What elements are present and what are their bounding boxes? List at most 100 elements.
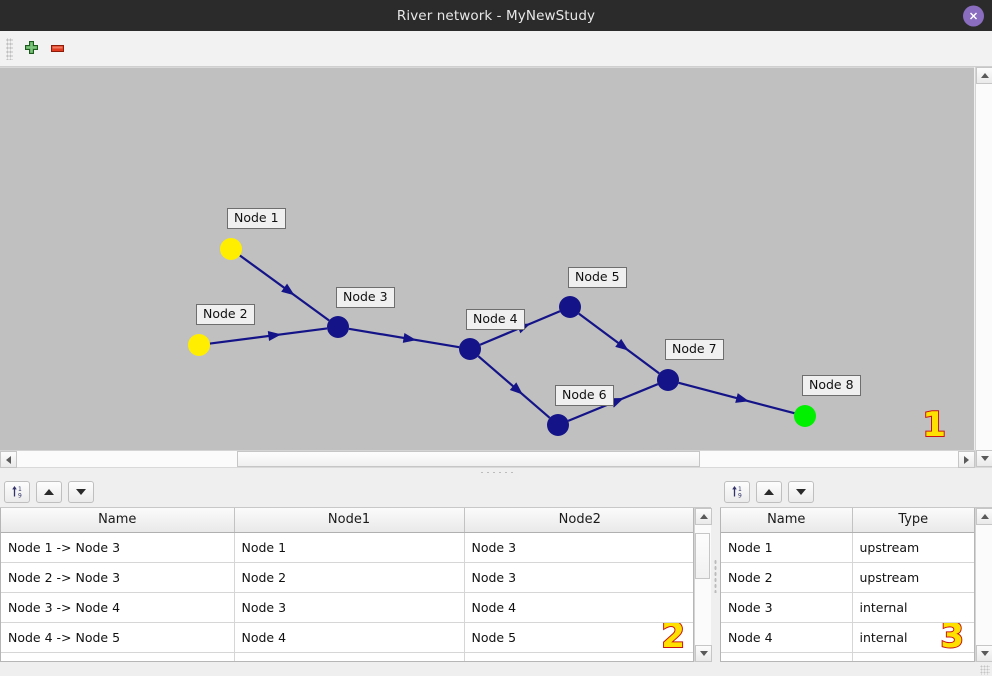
- graph-node-label-n1[interactable]: Node 1: [227, 208, 286, 229]
- reaches-vscroll-down-button[interactable]: [695, 645, 712, 662]
- graph-node-label-n4[interactable]: Node 4: [466, 309, 525, 330]
- svg-text:1: 1: [738, 486, 742, 493]
- nodes-sort-button[interactable]: 1 9: [724, 480, 750, 503]
- reaches-cell-r1-c2[interactable]: Node 3: [464, 562, 693, 593]
- reaches-column-header-name[interactable]: Name: [1, 508, 235, 533]
- reaches-column-header-node1[interactable]: Node1: [234, 508, 465, 533]
- graph-node-label-n8[interactable]: Node 8: [802, 375, 861, 396]
- reaches-cell-r3-c0[interactable]: Node 4 -> Node 5: [1, 622, 235, 653]
- reaches-cell-r0-c1[interactable]: Node 1: [234, 532, 465, 563]
- sort-ascending-icon: 1 9: [731, 486, 742, 499]
- reaches-table-header-row: Name Node1 Node2: [1, 508, 693, 533]
- horizontal-splitter[interactable]: [0, 467, 992, 476]
- reaches-cell-r2-c2[interactable]: Node 4: [464, 592, 693, 623]
- nodes-move-down-button[interactable]: [788, 480, 814, 503]
- vertical-splitter[interactable]: [711, 476, 720, 676]
- overlay-marker-2: 2: [660, 622, 686, 652]
- graph-node-n6[interactable]: [547, 414, 569, 436]
- nodes-cell-r3-c0[interactable]: Node 4: [721, 622, 853, 653]
- graph-node-label-n2[interactable]: Node 2: [196, 304, 255, 325]
- graph-horizontal-scrollbar[interactable]: [0, 450, 975, 468]
- reaches-vscroll-track[interactable]: [695, 525, 711, 645]
- reaches-cell-r0-c0[interactable]: Node 1 -> Node 3: [1, 532, 235, 563]
- graph-node-label-n7[interactable]: Node 7: [665, 339, 724, 360]
- graph-vertical-scrollbar[interactable]: [975, 67, 992, 467]
- graph-node-label-n6[interactable]: Node 6: [555, 385, 614, 406]
- nodes-vertical-scrollbar[interactable]: [975, 508, 992, 662]
- splitter-grip-icon: [714, 559, 717, 593]
- nodes-cell-r1-c0[interactable]: Node 2: [721, 562, 853, 593]
- reaches-vscroll-thumb[interactable]: [695, 533, 710, 579]
- graph-hscroll-right-button[interactable]: [958, 451, 975, 468]
- graph-hscroll-track[interactable]: [17, 451, 958, 467]
- reaches-move-down-button[interactable]: [68, 480, 94, 503]
- graph-vscroll-down-button[interactable]: [976, 450, 992, 467]
- reaches-sort-button[interactable]: 1 9: [4, 480, 30, 503]
- nodes-column-header-type[interactable]: Type: [852, 508, 974, 533]
- graph-node-label-n5[interactable]: Node 5: [568, 267, 627, 288]
- network-graph-panel: Node 1 Node 2 Node 3 Node 4 Node 5 Node 6 Node…: [0, 67, 992, 468]
- graph-node-label-n3[interactable]: Node 3: [336, 287, 395, 308]
- nodes-vscroll-down-button[interactable]: [976, 645, 992, 662]
- arrow-down-icon: [699, 651, 708, 656]
- arrow-down-icon: [980, 456, 989, 461]
- graph-hscroll-left-button[interactable]: [0, 451, 17, 468]
- graph-node-n3[interactable]: [327, 316, 349, 338]
- remove-node-button[interactable]: [44, 36, 70, 62]
- add-node-button[interactable]: [18, 36, 44, 62]
- nodes-cell-r2-c1[interactable]: internal: [852, 592, 974, 623]
- reaches-vertical-scrollbar[interactable]: [694, 508, 712, 662]
- reaches-cell-r3-c1[interactable]: Node 4: [234, 622, 465, 653]
- reaches-column-header-node2[interactable]: Node2: [464, 508, 693, 533]
- nodes-vscroll-track[interactable]: [976, 525, 992, 645]
- reaches-cell-r2-c0[interactable]: Node 3 -> Node 4: [1, 592, 235, 623]
- nodes-cell-r0-c1[interactable]: upstream: [852, 532, 974, 563]
- nodes-cell-r0-c0[interactable]: Node 1: [721, 532, 853, 563]
- graph-hscroll-thumb[interactable]: [237, 451, 700, 467]
- nodes-move-up-button[interactable]: [756, 480, 782, 503]
- graph-node-n8[interactable]: [794, 405, 816, 427]
- graph-node-n4[interactable]: [459, 338, 481, 360]
- graph-node-n5[interactable]: [559, 296, 581, 318]
- network-graph-canvas[interactable]: Node 1 Node 2 Node 3 Node 4 Node 5 Node 6 Node…: [0, 67, 974, 450]
- toolbar-drag-handle[interactable]: [6, 37, 13, 60]
- reaches-move-up-button[interactable]: [36, 480, 62, 503]
- reaches-cell-r1-c0[interactable]: Node 2 -> Node 3: [1, 562, 235, 593]
- graph-node-n2[interactable]: [188, 334, 210, 356]
- graph-node-n1[interactable]: [220, 238, 242, 260]
- arrow-up-icon: [980, 514, 989, 519]
- nodes-cell-r2-c0[interactable]: Node 3: [721, 592, 853, 623]
- close-window-button[interactable]: [963, 5, 984, 26]
- graph-node-n7[interactable]: [657, 369, 679, 391]
- graph-edges: [209, 254, 795, 422]
- arrow-down-icon: [980, 651, 989, 656]
- arrow-up-icon: [980, 73, 989, 78]
- nodes-column-header-name[interactable]: Name: [721, 508, 853, 533]
- reaches-cell-r1-c1[interactable]: Node 2: [234, 562, 465, 593]
- nodes-cell-r1-c1[interactable]: upstream: [852, 562, 974, 593]
- graph-vscroll-up-button[interactable]: [976, 67, 992, 84]
- nodes-status-strip: [720, 662, 992, 676]
- graph-vscroll-track[interactable]: [976, 84, 992, 450]
- reaches-vscroll-up-button[interactable]: [695, 508, 712, 525]
- reaches-cell-r2-c1[interactable]: Node 3: [234, 592, 465, 623]
- reaches-cell-r0-c2[interactable]: Node 3: [464, 532, 693, 563]
- window-resize-grip[interactable]: [980, 665, 990, 675]
- nodes-vscroll-up-button[interactable]: [976, 508, 992, 525]
- arrow-up-icon: [699, 514, 708, 519]
